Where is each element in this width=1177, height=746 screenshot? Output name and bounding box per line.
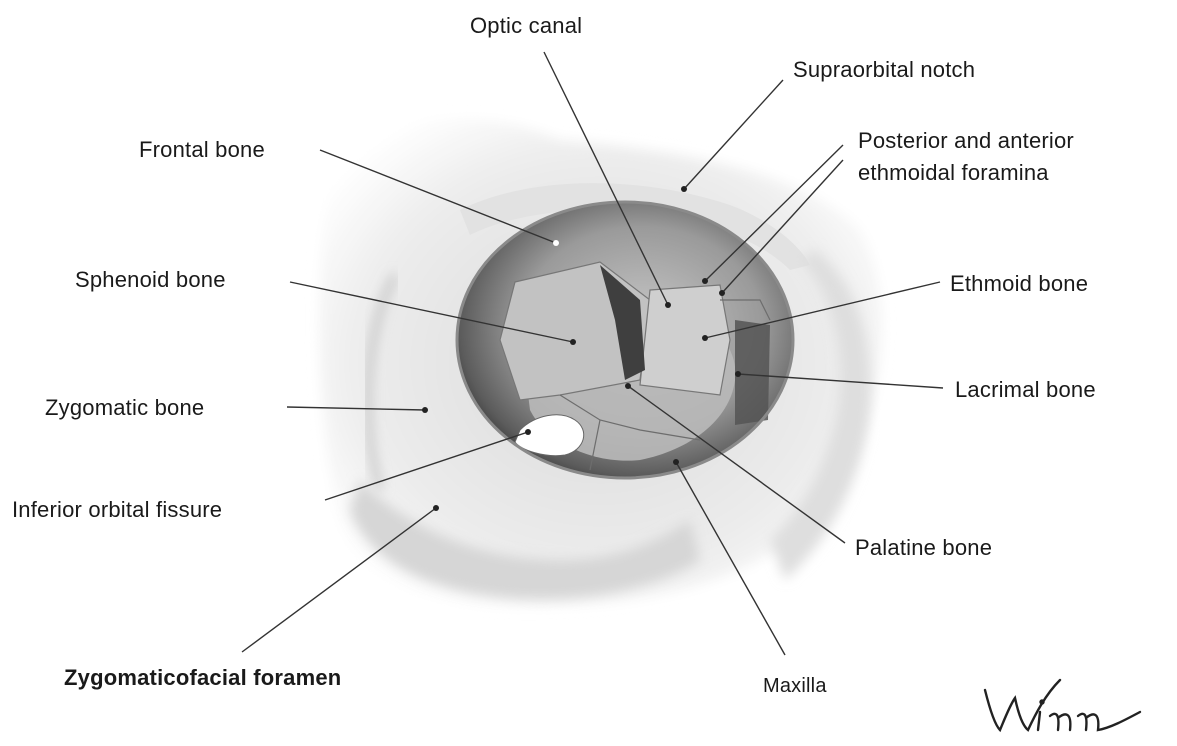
label-zygomaticofacial-foramen: Zygomaticofacial foramen bbox=[64, 664, 341, 692]
label-ethmoid-bone: Ethmoid bone bbox=[950, 270, 1088, 298]
label-ethmoidal-foramina-line2: ethmoidal foramina bbox=[858, 157, 1074, 189]
label-palatine-bone: Palatine bone bbox=[855, 534, 992, 562]
label-lacrimal-bone: Lacrimal bone bbox=[955, 376, 1096, 404]
label-zygomatic-bone: Zygomatic bone bbox=[45, 394, 204, 422]
label-sphenoid-bone: Sphenoid bone bbox=[75, 266, 226, 294]
label-ethmoidal-foramina: Posterior and anterior ethmoidal foramin… bbox=[858, 125, 1074, 189]
artist-signature bbox=[985, 680, 1140, 730]
label-optic-canal: Optic canal bbox=[470, 12, 582, 40]
label-inferior-orbital-fissure: Inferior orbital fissure bbox=[12, 496, 222, 524]
label-ethmoidal-foramina-line1: Posterior and anterior bbox=[858, 125, 1074, 157]
label-supraorbital-notch: Supraorbital notch bbox=[793, 56, 975, 84]
label-frontal-bone: Frontal bone bbox=[139, 136, 265, 164]
label-maxilla: Maxilla bbox=[763, 674, 827, 699]
